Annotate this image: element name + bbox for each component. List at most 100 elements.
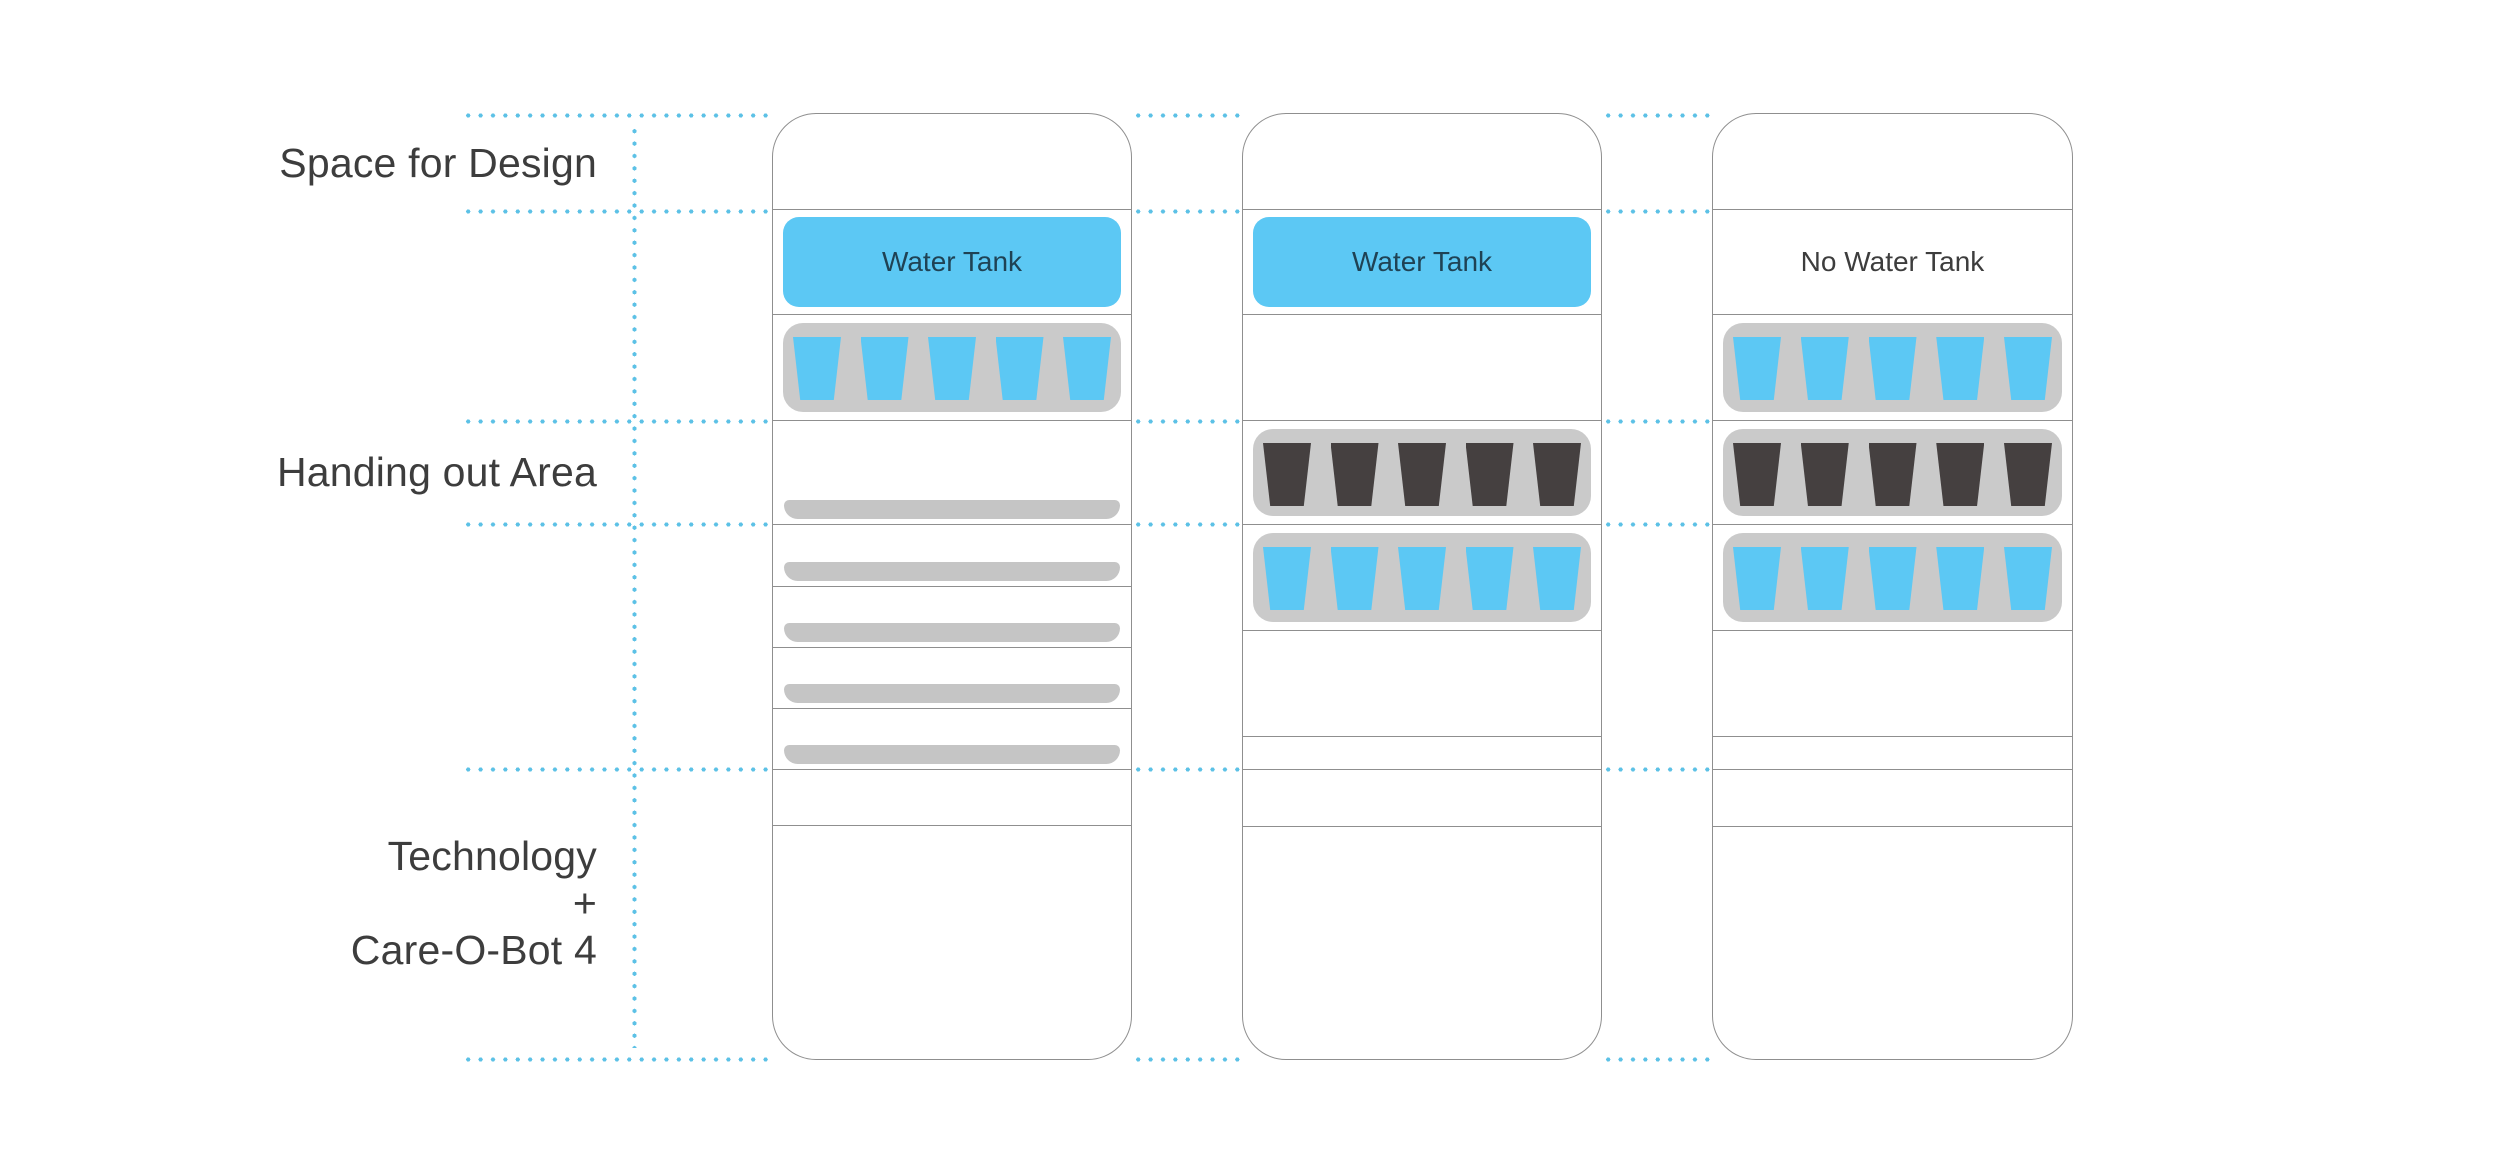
concept-no-tank: No Water Tank bbox=[1712, 113, 2073, 1060]
water-tank: Water Tank bbox=[783, 217, 1121, 307]
column-section-tray bbox=[1243, 421, 1601, 525]
water-cup-icon bbox=[1398, 547, 1446, 610]
water-cup-icon bbox=[1800, 547, 1849, 610]
shelf-bar bbox=[784, 684, 1120, 703]
water-cup-icon bbox=[1465, 547, 1514, 610]
column-section-empty bbox=[1713, 631, 2072, 737]
dotted-guide-h bbox=[462, 521, 770, 527]
dotted-guide-h bbox=[1132, 521, 1242, 527]
concept-tank-and-shelves: Water Tank bbox=[772, 113, 1132, 1060]
shelf-bar bbox=[784, 500, 1120, 519]
dotted-guide-h bbox=[1602, 766, 1712, 772]
column-section-empty bbox=[1243, 315, 1601, 421]
column-section-empty bbox=[773, 826, 1131, 1059]
water-cup-icon bbox=[1063, 337, 1111, 400]
empty-cup-tray bbox=[1253, 429, 1591, 516]
water-cup-tray bbox=[1723, 533, 2062, 622]
column-section-tray bbox=[1243, 525, 1601, 631]
shelf-bar bbox=[784, 623, 1120, 642]
empty-cup-tray bbox=[1723, 429, 2062, 516]
dotted-guide-h bbox=[1602, 521, 1712, 527]
water-cup-icon bbox=[793, 337, 841, 400]
row-label-space-for-design: Space for Design bbox=[0, 140, 597, 187]
column-section-empty bbox=[1713, 114, 2072, 210]
dotted-guide-h bbox=[1132, 766, 1242, 772]
dark-cup-icon bbox=[1263, 443, 1311, 506]
column-section-empty bbox=[1243, 827, 1601, 1059]
water-cup-icon bbox=[1800, 337, 1849, 400]
row-label-technology-care-o-bot: Technology + Care-O-Bot 4 bbox=[0, 833, 597, 974]
column-section-empty bbox=[1243, 737, 1601, 770]
dark-cup-icon bbox=[1936, 443, 1985, 506]
column-section-tray bbox=[1713, 315, 2072, 421]
row-label-line: Technology bbox=[387, 833, 597, 879]
dotted-guide-h bbox=[1602, 418, 1712, 424]
water-cup-icon bbox=[995, 337, 1044, 400]
water-cup-tray bbox=[1723, 323, 2062, 412]
dotted-guide-h bbox=[1132, 112, 1242, 118]
dotted-guide-h bbox=[1602, 112, 1712, 118]
column-section-empty bbox=[1243, 114, 1601, 210]
dotted-guide-h bbox=[462, 418, 770, 424]
dark-cup-icon bbox=[1398, 443, 1446, 506]
water-cup-icon bbox=[2004, 547, 2052, 610]
column-section-empty bbox=[773, 114, 1131, 210]
dotted-guide-h bbox=[462, 112, 770, 118]
dark-cup-icon bbox=[1330, 443, 1379, 506]
water-cup-icon bbox=[1936, 337, 1985, 400]
water-cup-icon bbox=[1733, 337, 1781, 400]
column-section-shelf bbox=[773, 709, 1131, 770]
water-cup-icon bbox=[1868, 547, 1917, 610]
column-section-tank: Water Tank bbox=[773, 210, 1131, 315]
water-tank: Water Tank bbox=[1253, 217, 1591, 307]
column-section-empty bbox=[773, 770, 1131, 826]
dotted-guide-h bbox=[1132, 418, 1242, 424]
water-cup-icon bbox=[1733, 547, 1781, 610]
no-water-tank-label: No Water Tank bbox=[1800, 246, 1985, 277]
dotted-guide-h bbox=[462, 208, 770, 214]
dark-cup-icon bbox=[1533, 443, 1581, 506]
column-section-empty bbox=[1243, 631, 1601, 737]
water-cup-icon bbox=[1936, 547, 1985, 610]
water-cup-icon bbox=[860, 337, 909, 400]
column-section-empty bbox=[1713, 737, 2072, 770]
row-label-line: + bbox=[572, 880, 597, 926]
water-cup-tray bbox=[1253, 533, 1591, 622]
column-section-empty bbox=[1243, 770, 1601, 827]
row-label-text: Space for Design bbox=[279, 140, 597, 186]
row-label-handing-out-area: Handing out Area bbox=[0, 449, 597, 496]
column-section-shelf bbox=[773, 525, 1131, 587]
column-section-tank: Water Tank bbox=[1243, 210, 1601, 315]
column-section-shelf bbox=[773, 648, 1131, 709]
water-cup-icon bbox=[2004, 337, 2052, 400]
row-label-line: Care-O-Bot 4 bbox=[350, 927, 597, 973]
concept-tank-and-cups: Water Tank bbox=[1242, 113, 1602, 1060]
dotted-guide-h bbox=[1132, 1056, 1242, 1062]
row-label-text: Handing out Area bbox=[276, 449, 597, 495]
dotted-guide-h bbox=[1602, 1056, 1712, 1062]
dotted-guide-h bbox=[462, 766, 770, 772]
dark-cup-icon bbox=[1733, 443, 1781, 506]
dotted-guide-h bbox=[1132, 208, 1242, 214]
water-cup-icon bbox=[1330, 547, 1379, 610]
shelf-bar bbox=[784, 745, 1120, 764]
column-section-empty bbox=[1713, 827, 2072, 1059]
dotted-guide-h bbox=[462, 1056, 770, 1062]
water-cup-icon bbox=[1533, 547, 1581, 610]
water-cup-icon bbox=[1868, 337, 1917, 400]
water-cup-icon bbox=[1263, 547, 1311, 610]
dark-cup-icon bbox=[1800, 443, 1849, 506]
dotted-guide-v bbox=[631, 125, 637, 1048]
column-section-tray bbox=[1713, 525, 2072, 631]
column-section-shelf bbox=[773, 587, 1131, 648]
column-section-shelf bbox=[773, 421, 1131, 525]
water-cup-tray bbox=[783, 323, 1121, 412]
column-section-empty bbox=[1713, 770, 2072, 827]
shelf-bar bbox=[784, 562, 1120, 581]
dotted-guide-h bbox=[1602, 208, 1712, 214]
water-cup-icon bbox=[928, 337, 976, 400]
column-section-tray bbox=[1713, 421, 2072, 525]
column-section-tray bbox=[773, 315, 1131, 421]
dark-cup-icon bbox=[2004, 443, 2052, 506]
